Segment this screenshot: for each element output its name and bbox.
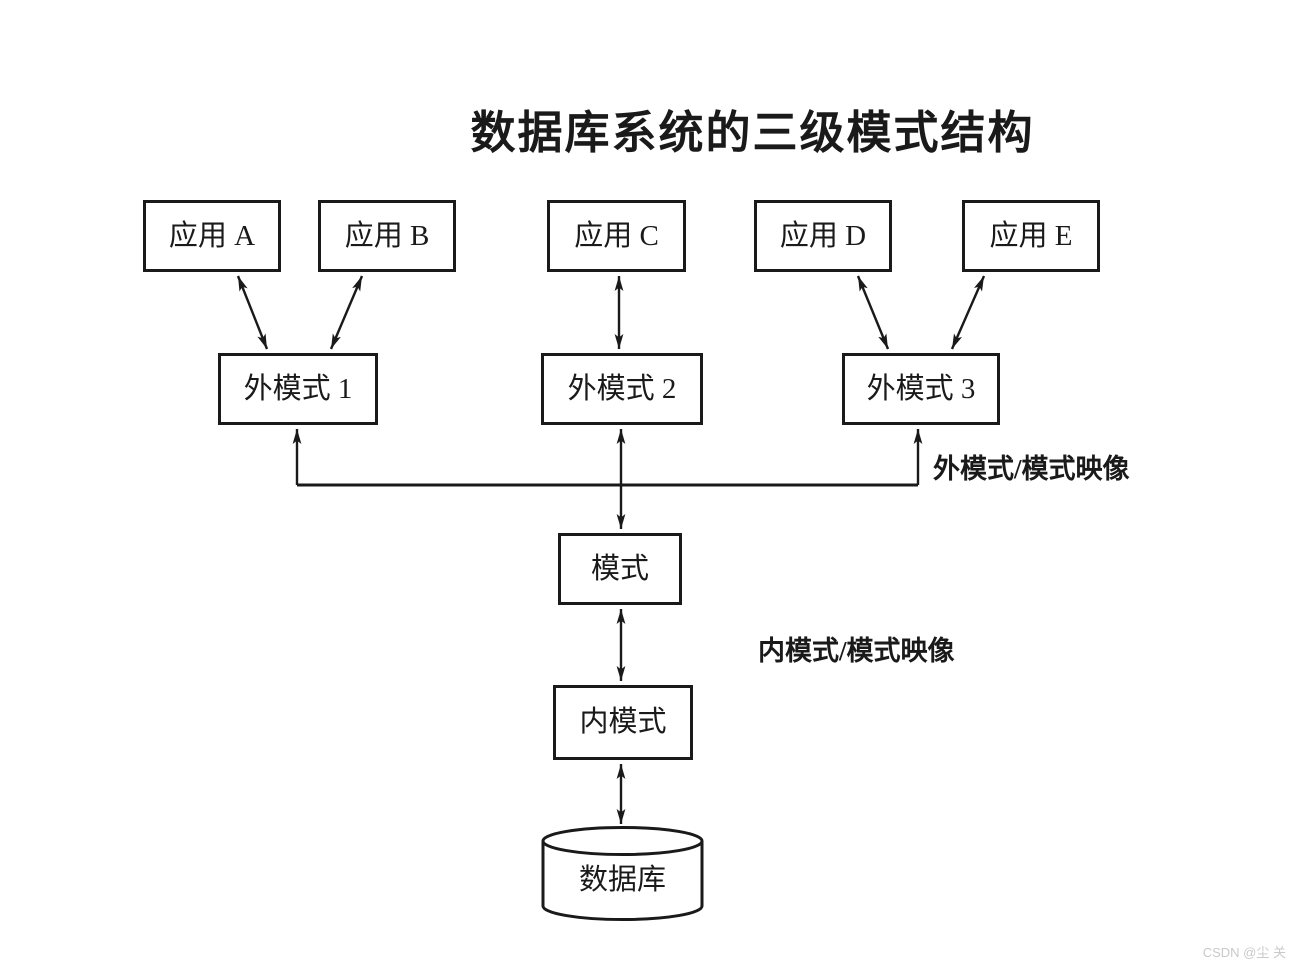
- arrow-app-b-ext1: [329, 275, 364, 350]
- node-label: 应用 D: [779, 219, 867, 252]
- node-application-c: 应用 C: [547, 200, 686, 272]
- arrow-app-e-ext3: [950, 275, 986, 350]
- node-internal-schema: 内模式: [553, 685, 693, 760]
- node-label: 应用 C: [574, 219, 659, 252]
- arrow-app-d-ext3: [856, 275, 890, 350]
- page-title: 数据库系统的三级模式结构: [470, 108, 1035, 158]
- node-external-schema-3: 外模式 3: [842, 353, 1000, 425]
- node-external-schema-1: 外模式 1: [218, 353, 378, 425]
- node-application-a: 应用 A: [143, 200, 281, 272]
- node-label: 模式: [590, 552, 649, 585]
- watermark: CSDN @尘 关: [1202, 945, 1286, 960]
- node-label: 应用 E: [989, 219, 1073, 252]
- node-label: 外模式 2: [567, 372, 677, 405]
- node-application-d: 应用 D: [754, 200, 892, 272]
- node-schema: 模式: [558, 533, 682, 605]
- node-label: 应用 B: [344, 219, 430, 252]
- arrow-app-a-ext1: [236, 275, 269, 350]
- node-label: 外模式 1: [243, 372, 353, 405]
- node-label: 内模式: [579, 706, 667, 738]
- label-internal-schema-mapping: 内模式/模式映像: [758, 636, 955, 666]
- node-external-schema-2: 外模式 2: [541, 353, 703, 425]
- node-application-b: 应用 B: [318, 200, 456, 272]
- node-label: 应用 A: [168, 219, 256, 252]
- database-cylinder: [541, 826, 704, 921]
- node-database-label: 数据库: [578, 864, 666, 896]
- node-application-e: 应用 E: [962, 200, 1100, 272]
- label-external-schema-mapping: 外模式/模式映像: [933, 454, 1130, 484]
- node-label: 外模式 3: [866, 372, 976, 405]
